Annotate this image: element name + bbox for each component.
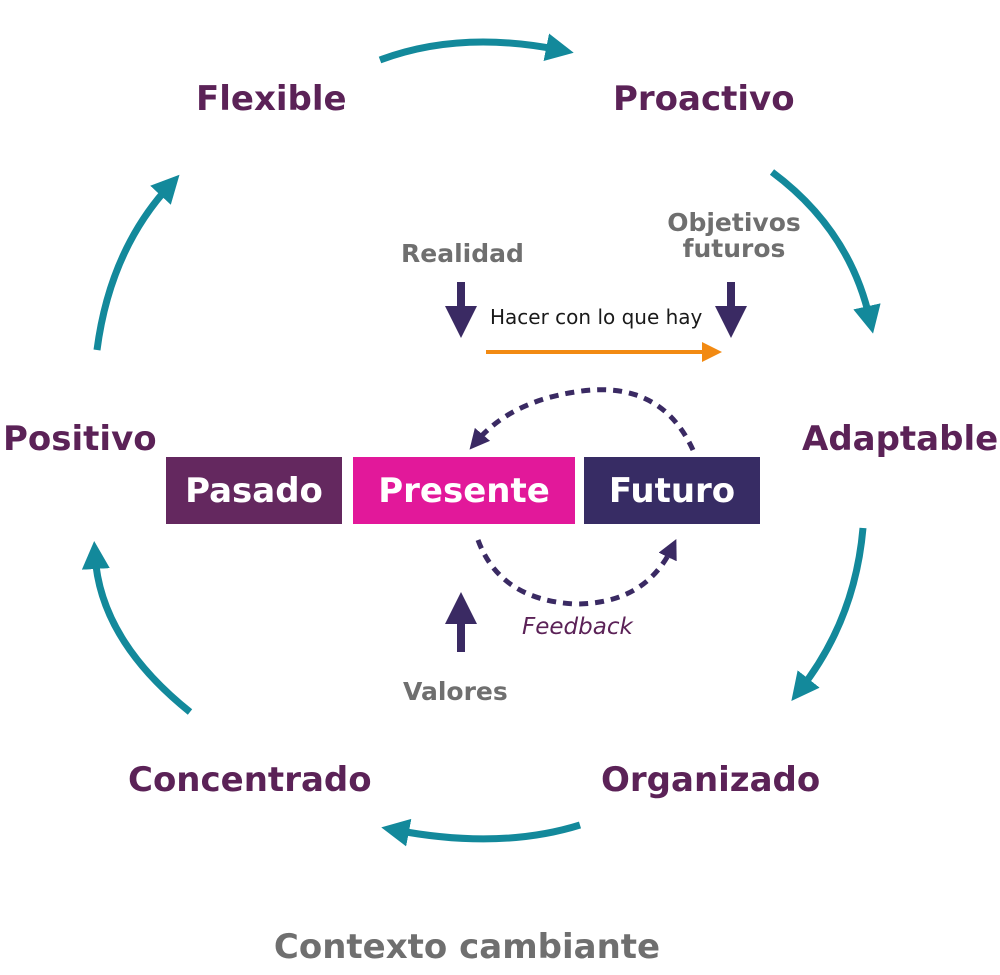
cycle-arrow-concentrado-to-positivo <box>81 541 193 715</box>
cycle-arrow-proactivo-to-adaptable <box>769 169 881 334</box>
box-futuro: Futuro <box>584 457 760 524</box>
footer-contexto-cambiante: Contexto cambiante <box>273 927 661 967</box>
cycle-arrow-adaptable-to-organizado <box>791 527 867 702</box>
label-concentrado: Concentrado <box>128 760 372 800</box>
box-presente: Presente <box>353 457 575 524</box>
label-valores: Valores <box>403 677 508 706</box>
cycle-arrow-flexible-to-proactivo <box>378 33 574 64</box>
label-hacer-con-lo-que-hay: Hacer con lo que hay <box>490 305 703 329</box>
cycle-arrow-positivo-to-flexible <box>93 174 180 351</box>
label-feedback: Feedback <box>522 614 633 640</box>
label-positivo: Positivo <box>3 419 157 459</box>
label-flexible: Flexible <box>196 79 347 119</box>
cycle-arrow-organizado-to-concentrado <box>381 818 582 847</box>
box-pasado: Pasado <box>166 457 342 524</box>
label-objetivos-futuros: Objetivos futuros <box>667 208 801 264</box>
label-organizado: Organizado <box>601 760 821 800</box>
feedback-loop-arrow <box>475 538 677 607</box>
label-adaptable: Adaptable <box>802 419 999 459</box>
label-realidad: Realidad <box>401 239 524 268</box>
top-loop-arrow <box>469 387 696 452</box>
label-proactivo: Proactivo <box>613 79 795 119</box>
